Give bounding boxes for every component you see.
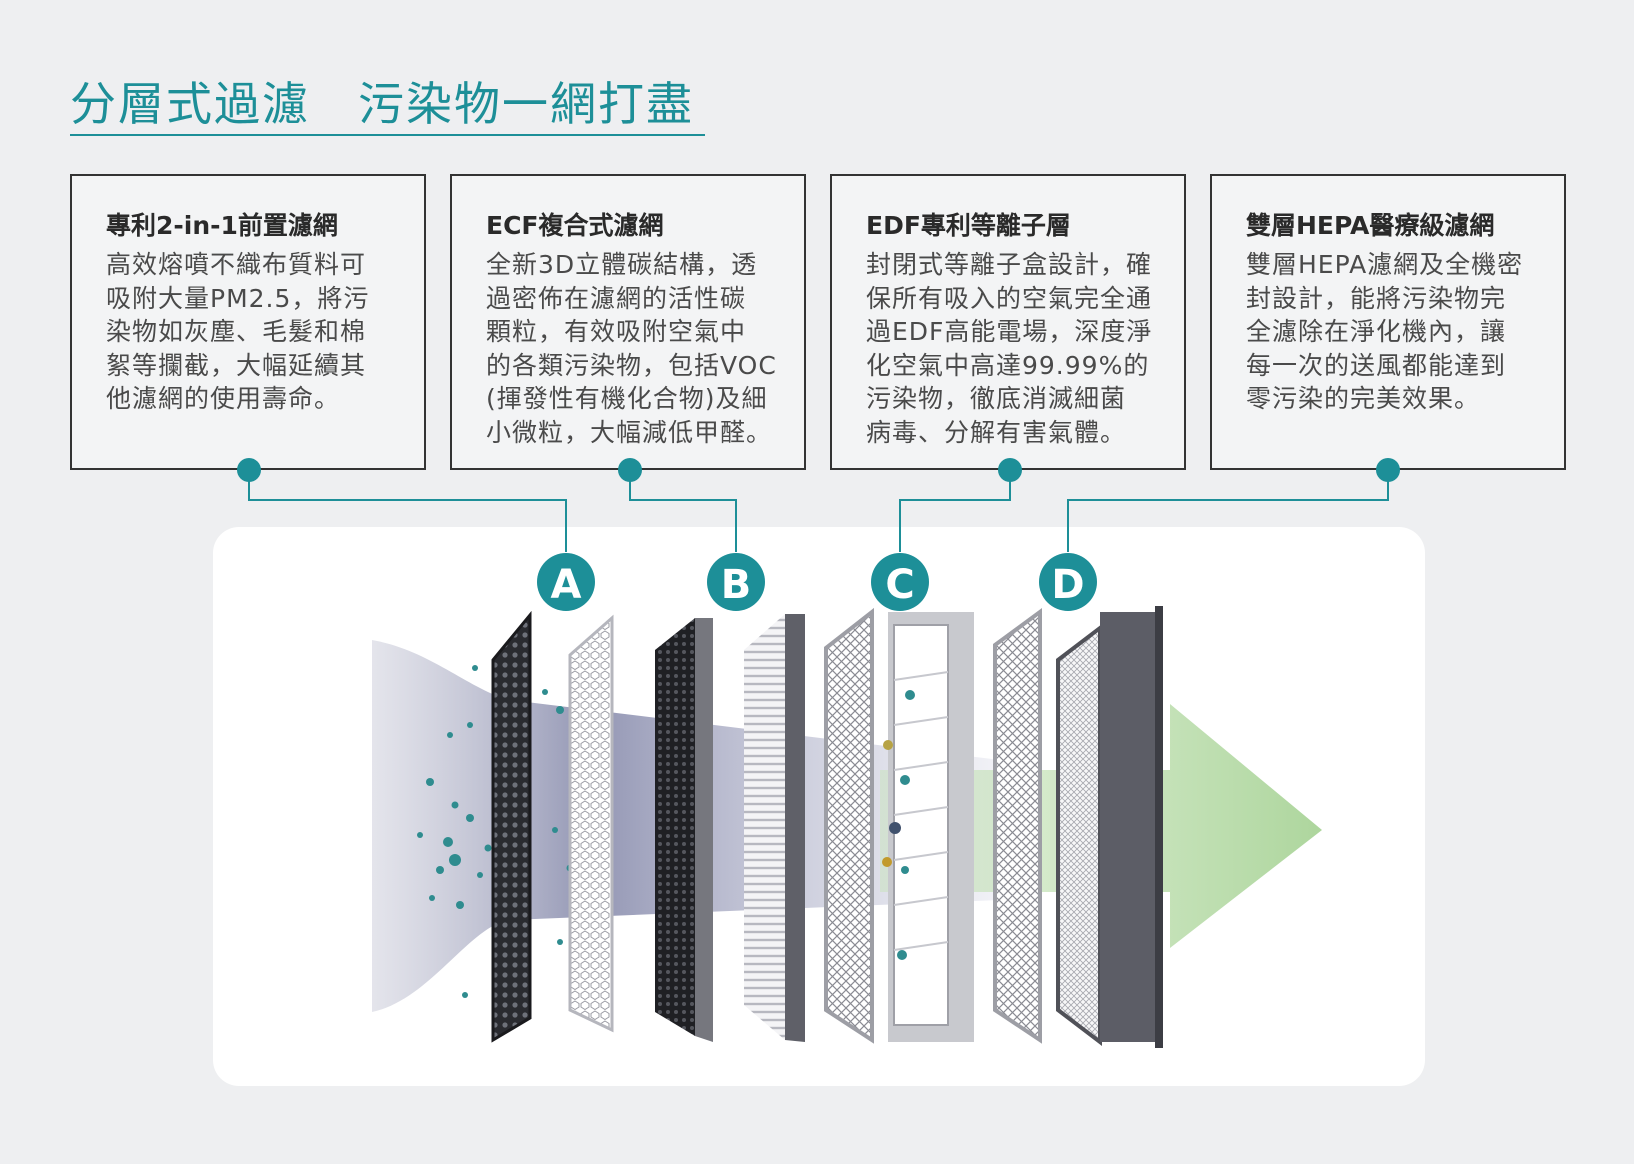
- connector-dot: [998, 458, 1022, 482]
- card-description: 封閉式等離子盒設計，確 保所有吸入的空氣完全通 過EDF高能電場，深度淨 化空氣…: [866, 248, 1154, 449]
- connector-line-b: [629, 470, 737, 552]
- card-line: 全新3D立體碳結構，透: [486, 250, 758, 279]
- filter-ecf-carbon: [655, 614, 805, 1042]
- card-heading: EDF專利等離子層: [866, 211, 1071, 240]
- connector-line-d: [1067, 470, 1389, 552]
- card-line: 顆粒，有效吸附空氣中: [486, 317, 747, 346]
- connector-dot: [618, 458, 642, 482]
- card-line: 封設計，能將污染物完: [1246, 283, 1507, 313]
- marker-label: A: [551, 562, 582, 608]
- card-line: 零污染的完美效果。: [1246, 384, 1481, 413]
- card-line: 封閉式等離子盒設計，確: [866, 250, 1153, 279]
- card-edf-plasma: EDF專利等離子層 封閉式等離子盒設計，確 保所有吸入的空氣完全通 過EDF高能…: [830, 174, 1186, 470]
- connector-dot: [1376, 458, 1400, 482]
- card-line: 的各類污染物，包括VOC: [486, 350, 777, 380]
- connector-lines: [248, 470, 1389, 552]
- card-line: (揮發性有機化合物)及細: [486, 384, 768, 413]
- card-line: 病毒、分解有害氣體。: [866, 417, 1127, 447]
- marker-label: B: [721, 562, 752, 608]
- card-line: 小微粒，大幅減低甲醛。: [486, 417, 773, 447]
- marker-a: A: [537, 553, 595, 611]
- card-line: 化空氣中高達99.99%的: [866, 350, 1150, 380]
- card-line: 污染物，徹底消滅細菌: [866, 384, 1127, 413]
- connector-dot: [237, 458, 261, 482]
- marker-label: C: [885, 562, 914, 608]
- filter-edf-plasma: [824, 607, 1042, 1044]
- marker-b: B: [707, 553, 765, 611]
- connector-line-c: [899, 470, 1011, 552]
- card-line: 染物如灰塵、毛髮和棉: [106, 317, 367, 346]
- card-prefilter: 專利2-in-1前置濾網 高效熔噴不織布質料可 吸附大量PM2.5，將污 染物如…: [70, 174, 426, 470]
- card-description: 高效熔噴不織布質料可 吸附大量PM2.5，將污 染物如灰塵、毛髮和棉 絮等攔截，…: [106, 248, 394, 416]
- filter-hepa: [1056, 606, 1163, 1048]
- title-underline: [70, 134, 705, 136]
- connector-line-a: [248, 470, 567, 552]
- card-line: 雙層HEPA濾網及全機密: [1246, 250, 1524, 279]
- card-heading: 雙層HEPA醫療級濾網: [1246, 211, 1495, 240]
- filter-markers: A B C D: [537, 553, 1097, 611]
- card-description: 雙層HEPA濾網及全機密 封設計，能將污染物完 全濾除在淨化機內，讓 每一次的送…: [1246, 248, 1534, 416]
- connector-dots: [237, 458, 1400, 482]
- card-line: 高效熔噴不織布質料可: [106, 250, 367, 279]
- card-line: 絮等攔截，大幅延續其: [106, 350, 367, 380]
- card-hepa-filter: 雙層HEPA醫療級濾網 雙層HEPA濾網及全機密 封設計，能將污染物完 全濾除在…: [1210, 174, 1566, 470]
- marker-c: C: [871, 553, 929, 611]
- card-line: 過密佈在濾網的活性碳: [486, 283, 747, 313]
- page-title: 分層式過濾 污染物一網打盡: [70, 77, 694, 131]
- card-line: 他濾網的使用壽命。: [106, 384, 341, 413]
- filter-prefilter: [491, 610, 614, 1043]
- card-ecf-filter: ECF複合式濾網 全新3D立體碳結構，透 過密佈在濾網的活性碳 顆粒，有效吸附空…: [450, 174, 806, 470]
- card-line: 過EDF高能電場，深度淨: [866, 317, 1153, 346]
- card-heading: ECF複合式濾網: [486, 211, 664, 240]
- card-line: 全濾除在淨化機內，讓: [1246, 317, 1507, 346]
- card-line: 吸附大量PM2.5，將污: [106, 283, 370, 313]
- card-line: 每一次的送風都能達到: [1246, 350, 1507, 380]
- marker-label: D: [1051, 562, 1084, 608]
- card-description: 全新3D立體碳結構，透 過密佈在濾網的活性碳 顆粒，有效吸附空氣中 的各類污染物…: [486, 248, 777, 449]
- marker-d: D: [1039, 553, 1097, 611]
- card-heading: 專利2-in-1前置濾網: [106, 211, 338, 240]
- card-line: 保所有吸入的空氣完全通: [866, 283, 1153, 313]
